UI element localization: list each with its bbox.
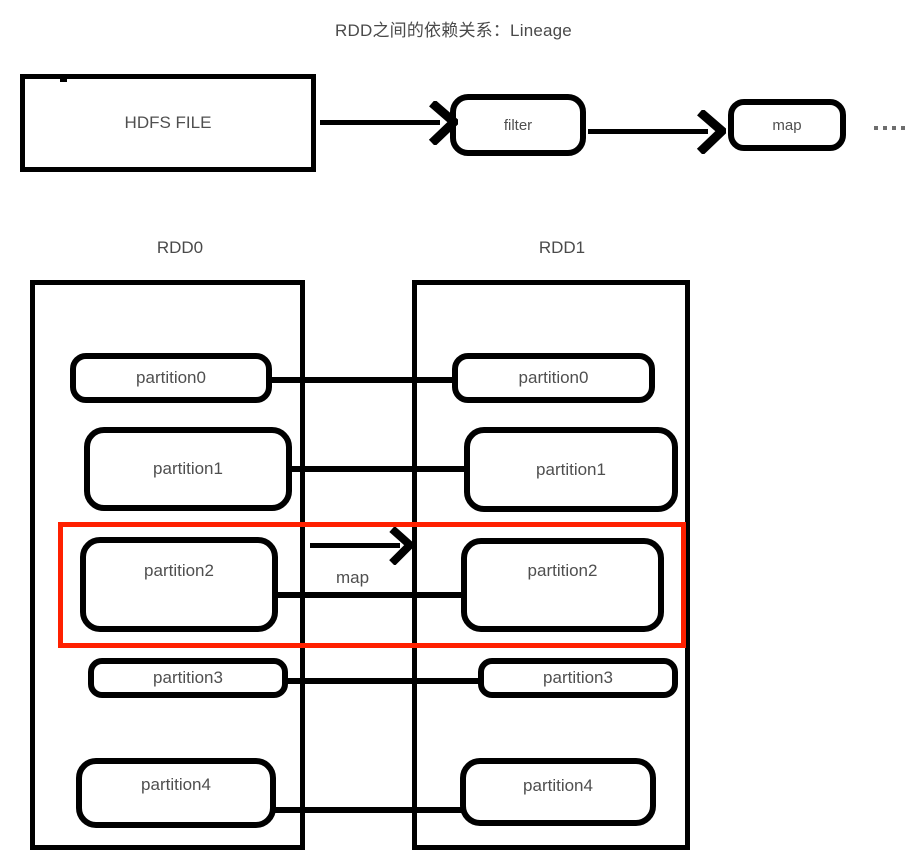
- arrow-hdfs-to-filter-head-icon: [428, 101, 458, 145]
- connector-partition0: [266, 377, 458, 383]
- rdd1-partition0-box: partition0: [452, 353, 655, 403]
- rdd0-caption: RDD0: [156, 238, 204, 257]
- rdd0-partition4-box: partition4: [76, 758, 276, 828]
- rdd1-partition3-label: partition3: [543, 668, 613, 687]
- rdd0-partition1-box: partition1: [84, 427, 292, 511]
- notch-mark-icon: [60, 76, 67, 82]
- connector-partition3: [240, 678, 490, 684]
- rdd0-partition1-label: partition1: [153, 459, 223, 478]
- map-stage-box: map: [728, 99, 846, 151]
- hdfs-file-label: HDFS FILE: [124, 113, 212, 132]
- rdd0-partition2-label: partition2: [144, 560, 214, 580]
- dot-icon: [901, 126, 905, 130]
- map-transform-arrow-head-icon: [388, 527, 414, 565]
- rdd1-partition4-box: partition4: [460, 758, 656, 826]
- connector-partition4: [230, 807, 484, 813]
- rdd1-frame: [412, 280, 690, 850]
- map-stage-label: map: [772, 116, 802, 134]
- connector-partition2: [232, 592, 482, 598]
- rdd1-partition2-box: partition2: [461, 538, 664, 632]
- rdd0-partition3-label: partition3: [153, 668, 223, 687]
- map-transform-arrow-line: [310, 543, 400, 548]
- arrow-filter-to-map-head-icon: [696, 110, 726, 154]
- rdd1-caption: RDD1: [538, 238, 586, 257]
- rdd1-partition1-box: partition1: [464, 427, 678, 512]
- rdd0-partition4-label: partition4: [141, 775, 211, 794]
- rdd1-partition3-box: partition3: [478, 658, 678, 698]
- rdd0-partition2-box: partition2: [80, 537, 278, 632]
- diagram-title: RDD之间的依赖关系：Lineage: [335, 21, 572, 40]
- connector-partition1: [246, 466, 482, 472]
- rdd1-partition2-label: partition2: [527, 561, 598, 580]
- arrow-hdfs-to-filter-line: [320, 120, 440, 125]
- narrow-dependency-highlight: [58, 522, 686, 648]
- dot-icon: [883, 126, 887, 130]
- filter-stage-box: filter: [450, 94, 586, 156]
- rdd1-partition1-label: partition1: [536, 459, 606, 479]
- rdd0-partition3-box: partition3: [88, 658, 288, 698]
- rdd1-partition4-label: partition4: [523, 776, 593, 795]
- rdd0-partition0-label: partition0: [136, 368, 206, 387]
- rdd1-partition0-label: partition0: [518, 368, 589, 387]
- lineage-continuation-dots: [874, 126, 907, 130]
- map-transform-label: map: [334, 568, 372, 588]
- dot-icon: [892, 126, 896, 130]
- rdd0-frame: [30, 280, 305, 850]
- hdfs-file-box: HDFS FILE: [20, 74, 316, 172]
- arrow-filter-to-map-line: [588, 129, 708, 134]
- filter-stage-label: filter: [503, 116, 533, 134]
- rdd0-partition0-box: partition0: [70, 353, 272, 403]
- dot-icon: [874, 126, 878, 130]
